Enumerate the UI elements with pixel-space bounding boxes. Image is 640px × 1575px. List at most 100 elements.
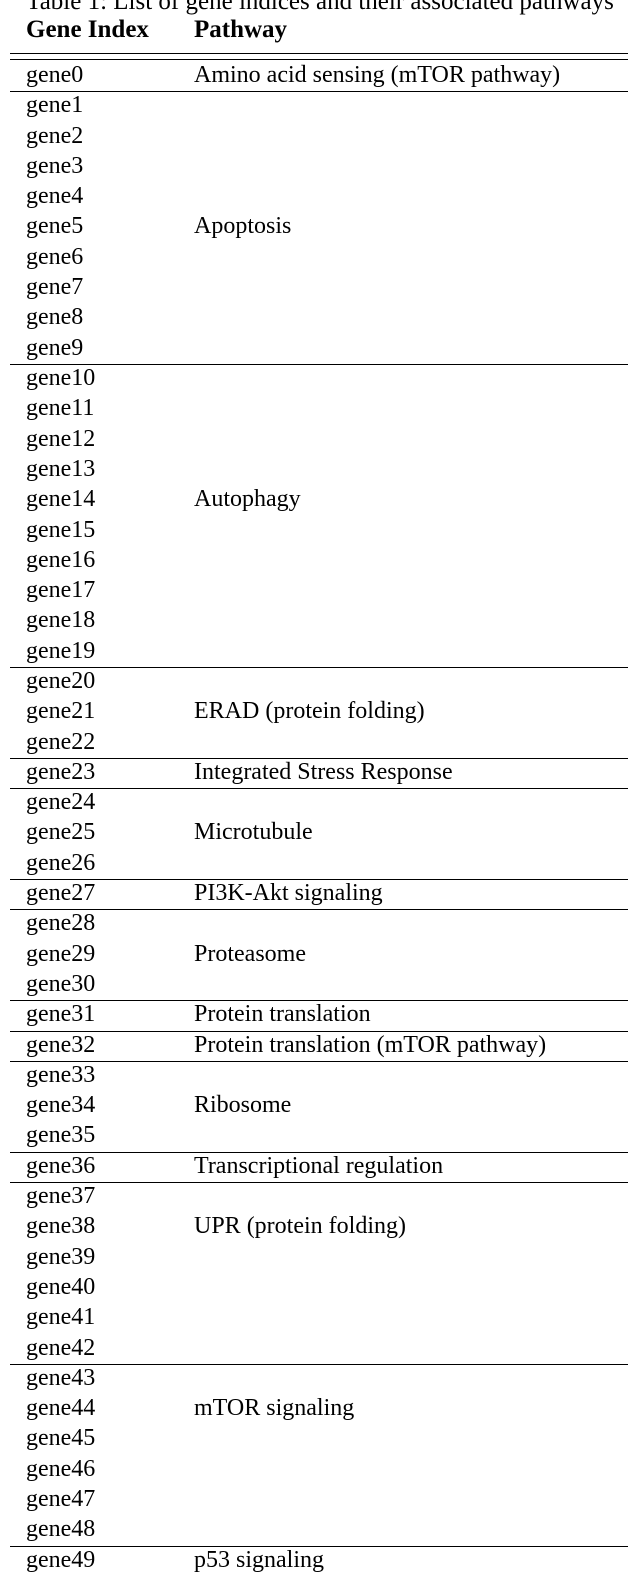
gene-index-cell: gene37 (26, 1183, 96, 1210)
group-separator (10, 1545, 628, 1547)
group-separator (10, 1151, 628, 1153)
gene-index-cell: gene33 (26, 1061, 96, 1088)
group-separator (10, 91, 628, 93)
gene-index-cell: gene20 (26, 668, 96, 694)
gene-index-cell: gene43 (26, 1364, 96, 1391)
gene-index-cell: gene48 (26, 1516, 96, 1543)
group-separator (10, 1363, 628, 1365)
gene-index-cell: gene46 (26, 1455, 96, 1482)
header-rule-bottom (10, 59, 628, 60)
table-row-group: gene23 Integrated Stress Response (0, 757, 640, 787)
gene-index-cell: gene32 (26, 1031, 96, 1058)
pathway-cell: ERAD (protein folding) (194, 698, 425, 725)
pathway-cell: Protein translation (194, 1001, 371, 1028)
gene-index-cell: gene13 (26, 455, 96, 482)
table-row-group: gene27 PI3K-Akt signaling (0, 878, 640, 908)
gene-index-cell: gene39 (26, 1243, 96, 1270)
header-rule-top (10, 53, 628, 54)
gene-index-cell: gene47 (26, 1486, 96, 1513)
gene-index-cell: gene12 (26, 425, 96, 452)
gene-index-cell: gene16 (26, 546, 96, 573)
gene-index-cell: gene10 (26, 365, 96, 391)
pathway-cell: Transcriptional regulation (194, 1152, 444, 1179)
pathway-cell: p53 signaling (194, 1546, 324, 1573)
table-row-group: gene28 gene29 gene30 Proteasome (0, 908, 640, 999)
gene-index-cell: gene11 (26, 395, 95, 422)
table-row-group: gene37 gene38 gene39 gene40 gene41 gene42 UPR … (0, 1181, 640, 1363)
gene-index-cell: gene9 (26, 334, 84, 361)
gene-index-cell: gene6 (26, 243, 84, 270)
gene-index-cell: gene8 (26, 304, 84, 331)
gene-index-cell: gene26 (26, 849, 96, 876)
gene-index-cell: gene3 (26, 152, 84, 179)
gene-index-cell: gene15 (26, 516, 96, 543)
pathway-cell: Microtubule (194, 819, 313, 846)
gene-index-cell: gene34 (26, 1092, 96, 1119)
gene-index-cell: gene27 (26, 880, 96, 907)
gene-index-cell: gene30 (26, 970, 96, 997)
table-row-group: gene31 Protein translation (0, 999, 640, 1029)
gene-index-cell: gene35 (26, 1122, 96, 1149)
table-row-group: gene36 Transcriptional regulation (0, 1151, 640, 1181)
gene-index-cell: gene23 (26, 758, 96, 785)
group-separator (10, 1182, 628, 1184)
pathway-cell: Autophagy (194, 486, 301, 513)
gene-index-cell: gene2 (26, 122, 84, 149)
gene-index-cell: gene41 (26, 1304, 96, 1331)
group-separator (10, 757, 628, 759)
group-separator (10, 1000, 628, 1002)
gene-index-cell: gene25 (26, 819, 96, 846)
table-row-group: gene1 gene2 gene3 gene4 gene5 gene6 gene7 gene8… (0, 90, 640, 363)
group-separator (10, 879, 628, 881)
pathway-cell: Apoptosis (194, 213, 292, 240)
table-row-group: gene0 Amino acid sensing (mTOR pathway) (0, 60, 640, 90)
pathway-cell: Proteasome (194, 940, 306, 967)
gene-index-cell: gene21 (26, 698, 96, 725)
gene-index-cell: gene29 (26, 940, 96, 967)
gene-index-cell: gene49 (26, 1546, 96, 1573)
pathway-cell: mTOR signaling (194, 1395, 355, 1422)
group-separator (10, 364, 628, 365)
table-row-group: gene33 gene34 gene35 Ribosome (0, 1060, 640, 1151)
table-row-group: gene20 gene21 gene22 ERAD (protein folding) (0, 666, 640, 757)
table-header: Gene Index Pathway (0, 15, 640, 45)
pathway-cell: Integrated Stress Response (194, 758, 453, 785)
pathway-cell: PI3K-Akt signaling (194, 880, 383, 907)
pathway-cell: Protein translation (mTOR pathway) (194, 1031, 547, 1058)
group-separator (10, 909, 628, 911)
gene-index-cell: gene28 (26, 910, 96, 937)
group-separator (10, 788, 628, 790)
group-separator (10, 1030, 628, 1032)
table-row-group: gene10 gene11 gene12 gene13 gene14 gene15 gene… (0, 363, 640, 666)
pathway-cell: UPR (protein folding) (194, 1213, 406, 1240)
gene-index-cell: gene44 (26, 1395, 96, 1422)
gene-index-cell: gene7 (26, 274, 84, 301)
table-row-group: gene49 p53 signaling (0, 1545, 640, 1575)
pathway-cell: Amino acid sensing (mTOR pathway) (194, 62, 561, 88)
pathway-cell: Ribosome (194, 1092, 292, 1119)
gene-index-cell: gene14 (26, 486, 96, 513)
gene-index-cell: gene40 (26, 1273, 96, 1300)
gene-index-cell: gene5 (26, 213, 84, 240)
gene-index-cell: gene19 (26, 637, 96, 664)
group-separator (10, 667, 628, 668)
table-row-group: gene24 gene25 gene26 Microtubule (0, 787, 640, 878)
gene-index-cell: gene36 (26, 1152, 96, 1179)
header-pathway: Pathway (194, 16, 288, 43)
gene-index-cell: gene18 (26, 607, 96, 634)
gene-index-cell: gene0 (26, 62, 84, 88)
group-separator (10, 1060, 628, 1062)
gene-index-cell: gene45 (26, 1425, 96, 1452)
header-gene-index: Gene Index (26, 16, 149, 43)
table-caption: Table 1: List of gene indices and their … (26, 0, 614, 15)
gene-index-cell: gene38 (26, 1213, 96, 1240)
gene-index-cell: gene4 (26, 183, 84, 210)
table-row-group: gene32 Protein translation (mTOR pathway) (0, 1030, 640, 1060)
gene-index-cell: gene1 (26, 92, 84, 119)
table-row-group: gene43 gene44 gene45 gene46 gene47 gene48 mTOR… (0, 1363, 640, 1545)
gene-index-cell: gene24 (26, 789, 96, 816)
gene-index-cell: gene22 (26, 728, 96, 755)
gene-index-cell: gene31 (26, 1001, 96, 1028)
gene-index-cell: gene17 (26, 577, 96, 604)
gene-index-cell: gene42 (26, 1334, 96, 1361)
